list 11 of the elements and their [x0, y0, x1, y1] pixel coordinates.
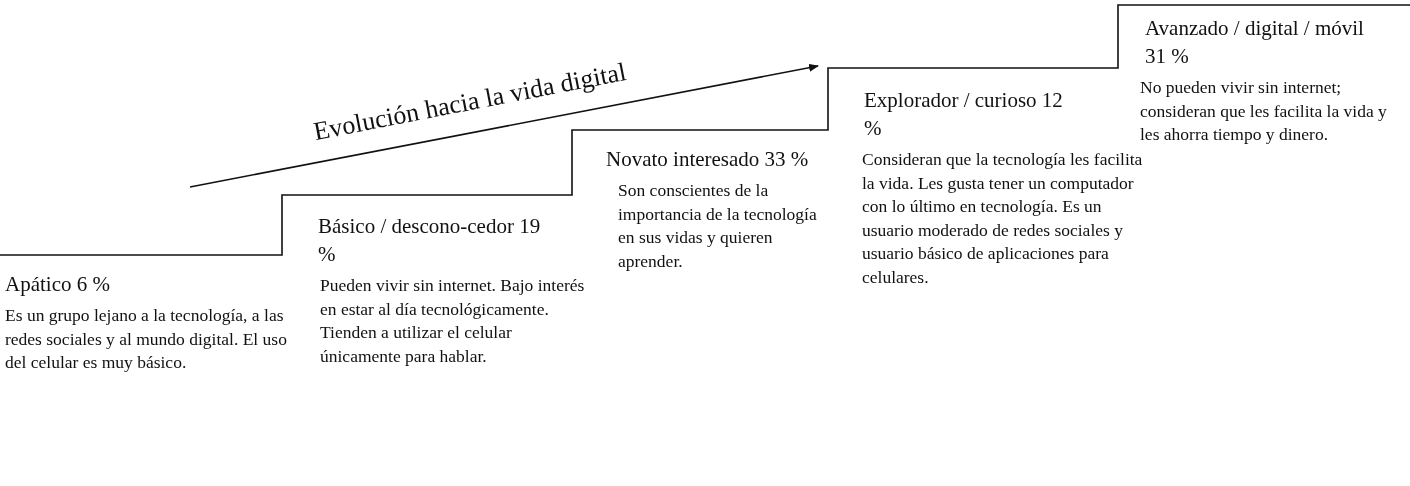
step-heading: Avanzado / digital / móvil 31 % [1145, 15, 1365, 70]
arrow-label: Evolución hacia la vida digital [311, 56, 629, 148]
step-heading: Explorador / curioso 12 % [864, 87, 1064, 142]
step-description: Son conscientes de la importancia de la tecnología en sus vidas y quieren aprender. [618, 179, 818, 273]
step-heading: Básico / descono-cedor 19 % [318, 213, 542, 268]
step-description: Consideran que la tecnología les facilita la vida. Les gusta tener un computador con lo último en tecnología. Es un usuario moderado de redes sociales y usuario básico de aplicaciones para celulares. [862, 148, 1144, 289]
step-heading: Apático 6 % [5, 271, 111, 298]
step-description: Es un grupo lejano a la tecnología, a las redes sociales y al mundo digital. El uso del celular es muy básico. [5, 304, 288, 374]
step-description: No pueden vivir sin internet; consideran que les facilita la vida y les ahorra tiempo y dinero. [1140, 76, 1388, 146]
step-description: Pueden vivir sin internet. Bajo interés en estar al día tecnológicamente. Tienden a utilizar el celular únicamente para hablar. [320, 274, 586, 368]
step-heading: Novato interesado 33 % [606, 146, 810, 173]
